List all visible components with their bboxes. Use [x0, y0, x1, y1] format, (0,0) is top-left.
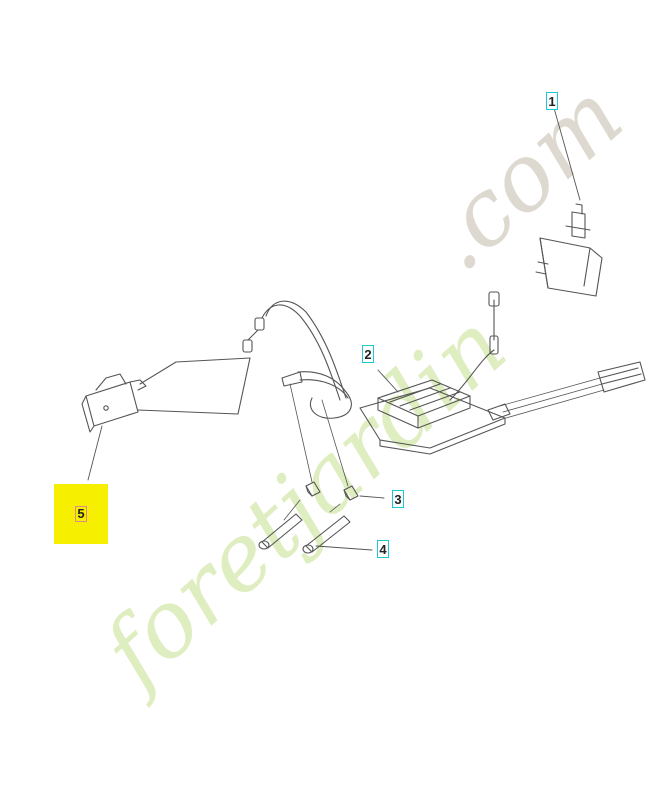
- part-1-relay-drawing: [535, 107, 603, 297]
- callout-label-2: 2: [364, 346, 372, 362]
- callout-label-5: 5: [75, 506, 87, 522]
- callout-part-1[interactable]: 1: [546, 92, 558, 110]
- callout-part-2[interactable]: 2: [362, 345, 374, 363]
- callout-label-1: 1: [548, 93, 556, 109]
- watermark-text-gray: .com: [405, 62, 643, 291]
- watermark: foretjardin .com: [79, 62, 643, 710]
- callout-part-3[interactable]: 3: [392, 490, 404, 508]
- part-2-regulator-drawing: [242, 291, 646, 455]
- watermark-text-green: foretjardin: [79, 292, 526, 710]
- part-4-terminals-drawing: [258, 499, 373, 554]
- callout-label-3: 3: [394, 491, 402, 507]
- callout-label-4: 4: [379, 541, 387, 557]
- callout-part-4[interactable]: 4: [377, 540, 389, 558]
- callout-part-5-selected[interactable]: 5: [54, 484, 108, 544]
- part-5-microswitch-drawing: [81, 357, 251, 481]
- part-3-sleeves-drawing: [289, 383, 385, 501]
